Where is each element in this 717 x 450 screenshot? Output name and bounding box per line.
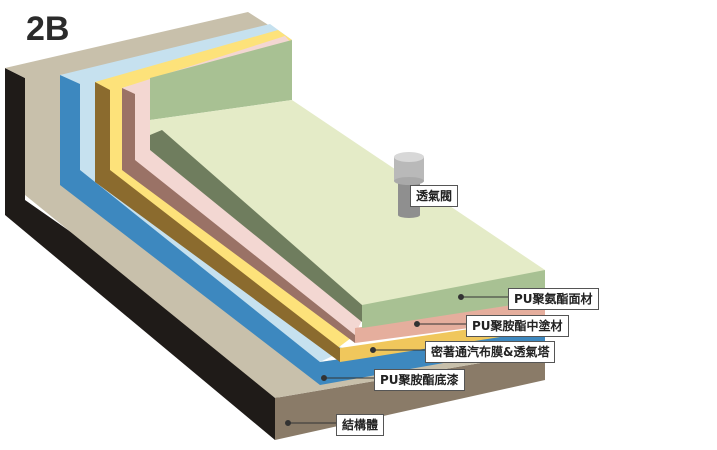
top-coat-side [150,130,362,322]
label-primer: PU聚胺酯底漆 [374,369,465,391]
top-coat-surface [150,100,545,320]
label-structure: 結構體 [336,414,385,436]
membrane-side [95,82,340,362]
mid-coat-side [122,88,355,343]
label-membrane: 密著通汽布膜&透氣塔 [425,341,556,363]
label-vent-valve: 透氣閥 [410,185,459,207]
label-top-coat: PU聚氨酯面材 [508,288,599,310]
top-coat-front [362,270,545,328]
concrete-side-face [5,68,280,440]
top-coat-wall [150,40,292,120]
leader-dot [321,375,327,381]
primer-side [60,75,320,385]
diagram-title: 2B [26,10,70,48]
mid-coat-top [122,36,362,335]
leader-dot [414,321,420,327]
leader-dot [285,420,291,426]
leader-dot [458,294,464,300]
mid-coat-front [355,300,545,343]
leader-dot [370,347,376,353]
label-mid-coat: PU聚胺酯中塗材 [466,315,569,337]
